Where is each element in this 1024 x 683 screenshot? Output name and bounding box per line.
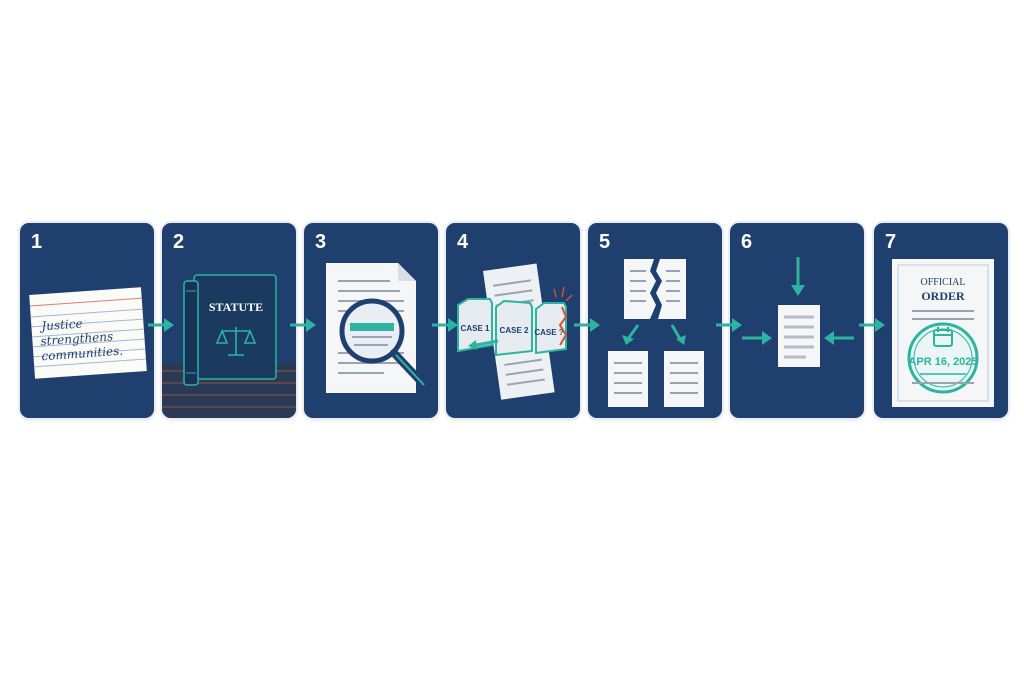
arrow-2-to-3: [290, 318, 316, 332]
folder-3-label: CASE ?: [534, 328, 563, 337]
merge-document-icon: [742, 257, 854, 367]
step-2-panel: 2 STATUTE: [162, 223, 296, 418]
case-folder-1: CASE 1: [457, 298, 493, 353]
step-7-panel: 7 OFFICIAL ORDER APR 16, 2025: [874, 223, 1008, 418]
step-1-panel: 1 Justice strengthens communities.: [20, 223, 154, 418]
law-book-icon: STATUTE: [162, 274, 296, 418]
order-line-1: OFFICIAL: [920, 277, 965, 288]
step-1-number: 1: [31, 231, 43, 253]
step-6-number: 6: [741, 231, 753, 253]
magnifier-document-icon: [326, 263, 430, 393]
split-document-icon: [608, 259, 704, 407]
step-6-panel: 6: [730, 223, 864, 418]
card-line-1: Justice: [38, 316, 83, 333]
index-card-icon: Justice strengthens communities.: [29, 287, 147, 379]
arrow-4-to-5: [574, 318, 600, 332]
order-line-2: ORDER: [921, 289, 965, 303]
arrow-3-to-4: [432, 318, 458, 332]
step-4-number: 4: [457, 231, 469, 253]
scales-of-justice-icon: [215, 327, 257, 356]
official-order-icon: OFFICIAL ORDER APR 16, 2025: [892, 259, 994, 407]
case-folders-icon: CASE 1 CASE 2 CASE ?: [457, 263, 573, 400]
stamp-date: APR 16, 2025: [908, 356, 977, 368]
arrow-5-to-6: [716, 318, 742, 332]
case-folder-3: CASE ?: [534, 286, 573, 355]
card-line-3: communities.: [41, 344, 124, 364]
arrow-6-to-7: [859, 318, 885, 332]
step-5-panel: 5: [588, 223, 722, 418]
step-5-number: 5: [599, 231, 611, 253]
case-folder-2: CASE 2: [495, 299, 533, 357]
card-line-2: strengthens: [40, 329, 114, 348]
step-3-panel: 3: [304, 223, 438, 418]
arrow-1-to-2: [148, 318, 174, 332]
step-3-number: 3: [315, 231, 327, 253]
folder-1-label: CASE 1: [461, 324, 490, 333]
folder-2-label: CASE 2: [500, 326, 529, 335]
step-7-number: 7: [885, 231, 897, 253]
step-2-number: 2: [173, 231, 185, 253]
step-4-panel: 4 CASE 1 CASE 2 CASE ?: [446, 223, 580, 418]
book-title: STATUTE: [209, 300, 263, 314]
calendar-icon: [933, 327, 953, 347]
